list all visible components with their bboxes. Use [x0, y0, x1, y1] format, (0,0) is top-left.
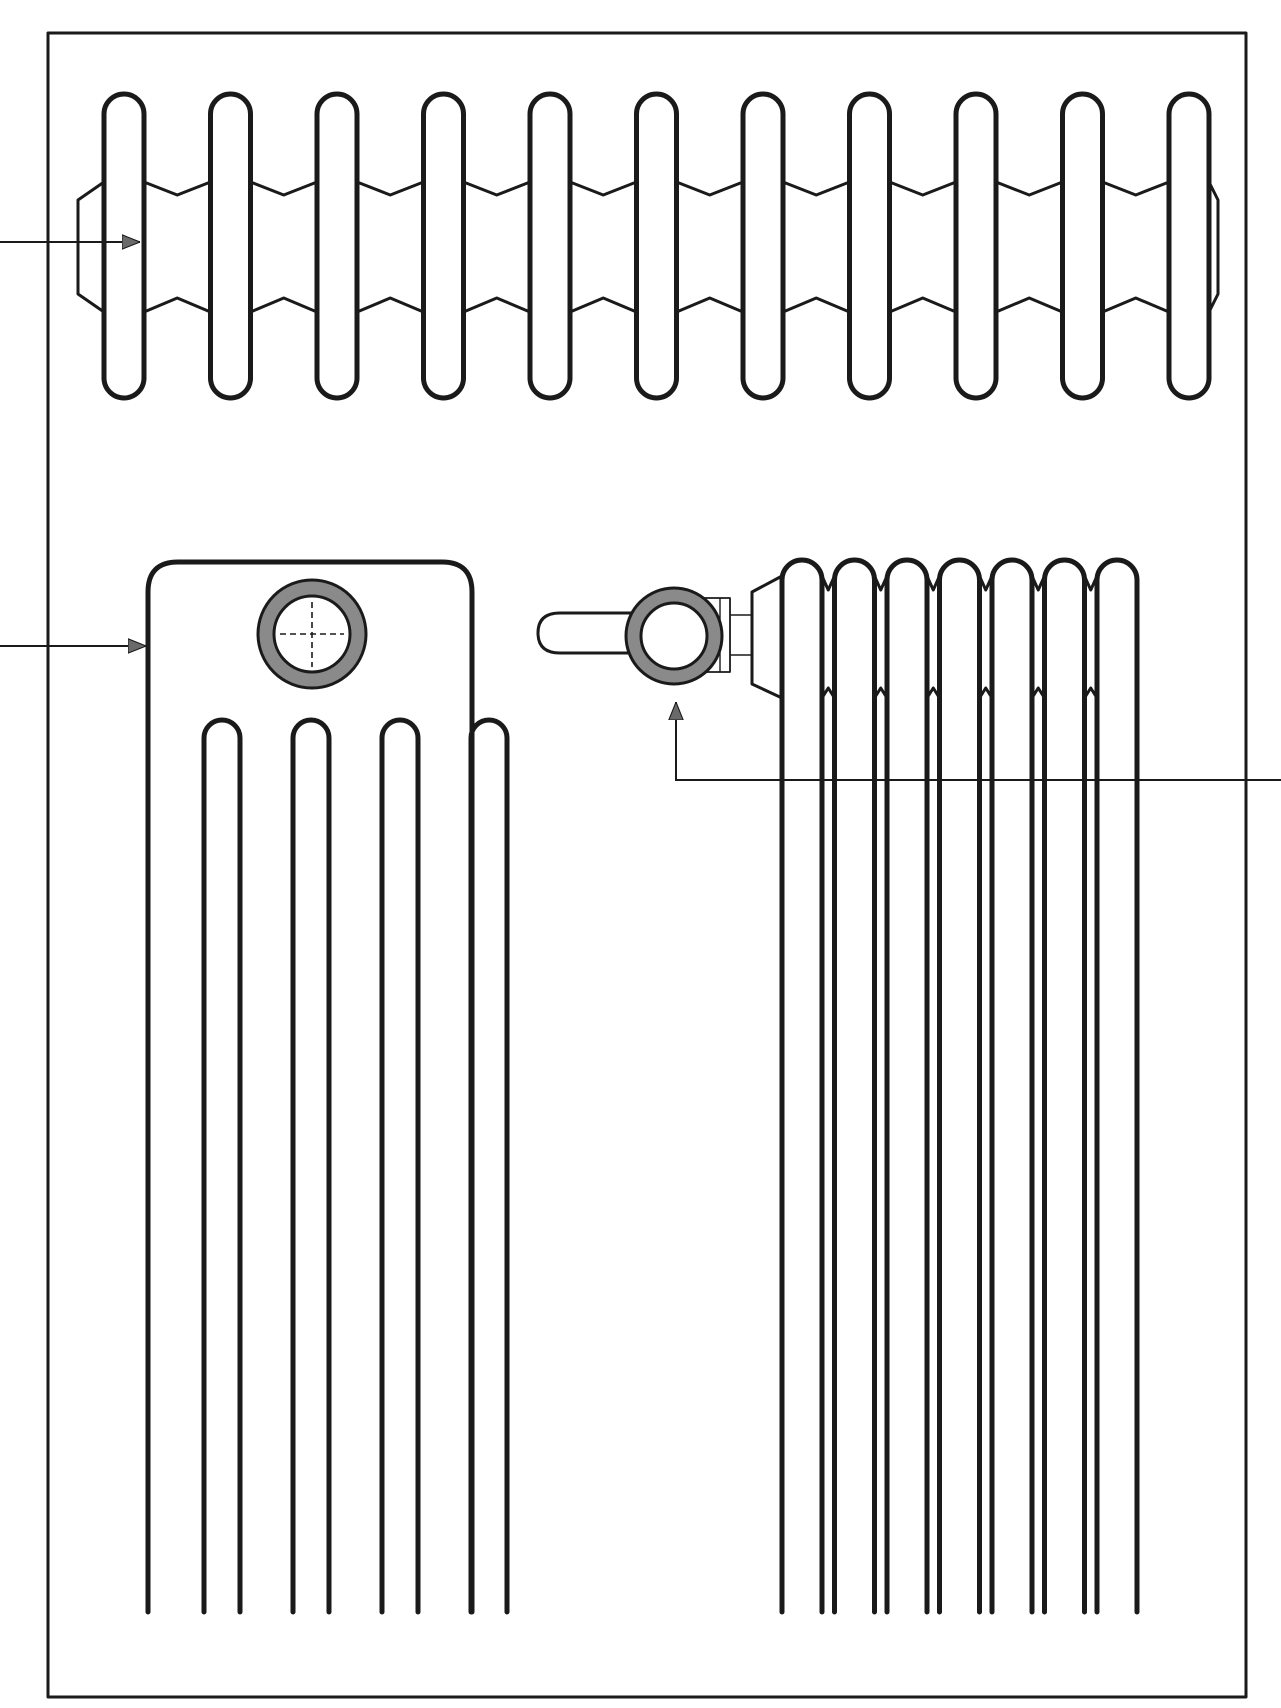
top-view-connector — [462, 180, 532, 314]
valve-handle — [536, 611, 652, 655]
end-view-column — [379, 717, 421, 1615]
end-elevation-view — [145, 559, 510, 1615]
side-view-column — [989, 557, 1035, 1615]
side-view-end-cap — [750, 574, 784, 700]
end-view-outline — [145, 559, 475, 1615]
top-view-connector — [888, 180, 958, 314]
end-view-column — [290, 717, 332, 1615]
top-view-connector — [142, 180, 212, 314]
end-view-column — [468, 717, 510, 1615]
top-view-connector — [249, 180, 319, 314]
top-view-connector — [675, 180, 745, 314]
top-view-section — [101, 91, 147, 401]
top-view-section — [421, 91, 466, 401]
side-view-connectors — [750, 574, 1099, 700]
top-view-connector — [355, 180, 425, 314]
top-view-end-cap — [76, 180, 106, 314]
top-view-connector — [1101, 180, 1171, 314]
side-view-column — [884, 557, 930, 1615]
top-view-section — [527, 91, 573, 401]
side-elevation-view — [536, 557, 1140, 1615]
end-view-columns — [201, 717, 510, 1615]
side-view-column — [1094, 557, 1140, 1615]
top-view-section — [634, 91, 679, 401]
side-view-columns — [779, 557, 1140, 1615]
top-plan-view — [76, 91, 1220, 401]
side-view-column — [937, 557, 982, 1615]
top-view-section — [208, 91, 253, 401]
top-view-connector — [994, 180, 1064, 314]
top-view-section — [1060, 91, 1105, 401]
end-view-column — [201, 717, 243, 1615]
top-view-sections — [101, 91, 1212, 401]
top-view-section — [847, 91, 892, 401]
side-view-column — [1042, 557, 1087, 1615]
top-view-section — [740, 91, 786, 401]
top-view-section — [314, 91, 360, 401]
top-view-connector — [568, 180, 638, 314]
side-view-column — [779, 557, 825, 1615]
arrow-to-valve — [676, 702, 1281, 781]
top-view-section — [953, 91, 999, 401]
callout-arrows — [0, 242, 1281, 781]
top-view-section — [1166, 91, 1212, 401]
valve-assembly — [536, 586, 752, 686]
top-view-connector — [781, 180, 851, 314]
side-view-column — [832, 557, 877, 1615]
bleed-valve-plug — [256, 578, 368, 690]
